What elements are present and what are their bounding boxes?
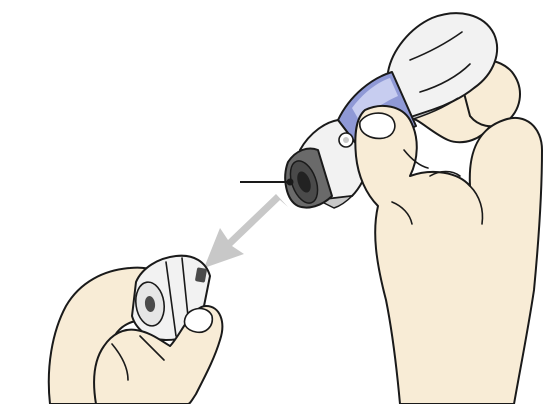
left-hand-holding-cap: [49, 256, 223, 404]
arrow-down-left-icon: [204, 194, 288, 268]
right-hand-front: [355, 106, 542, 404]
right-hand-holding-device: [285, 13, 542, 404]
